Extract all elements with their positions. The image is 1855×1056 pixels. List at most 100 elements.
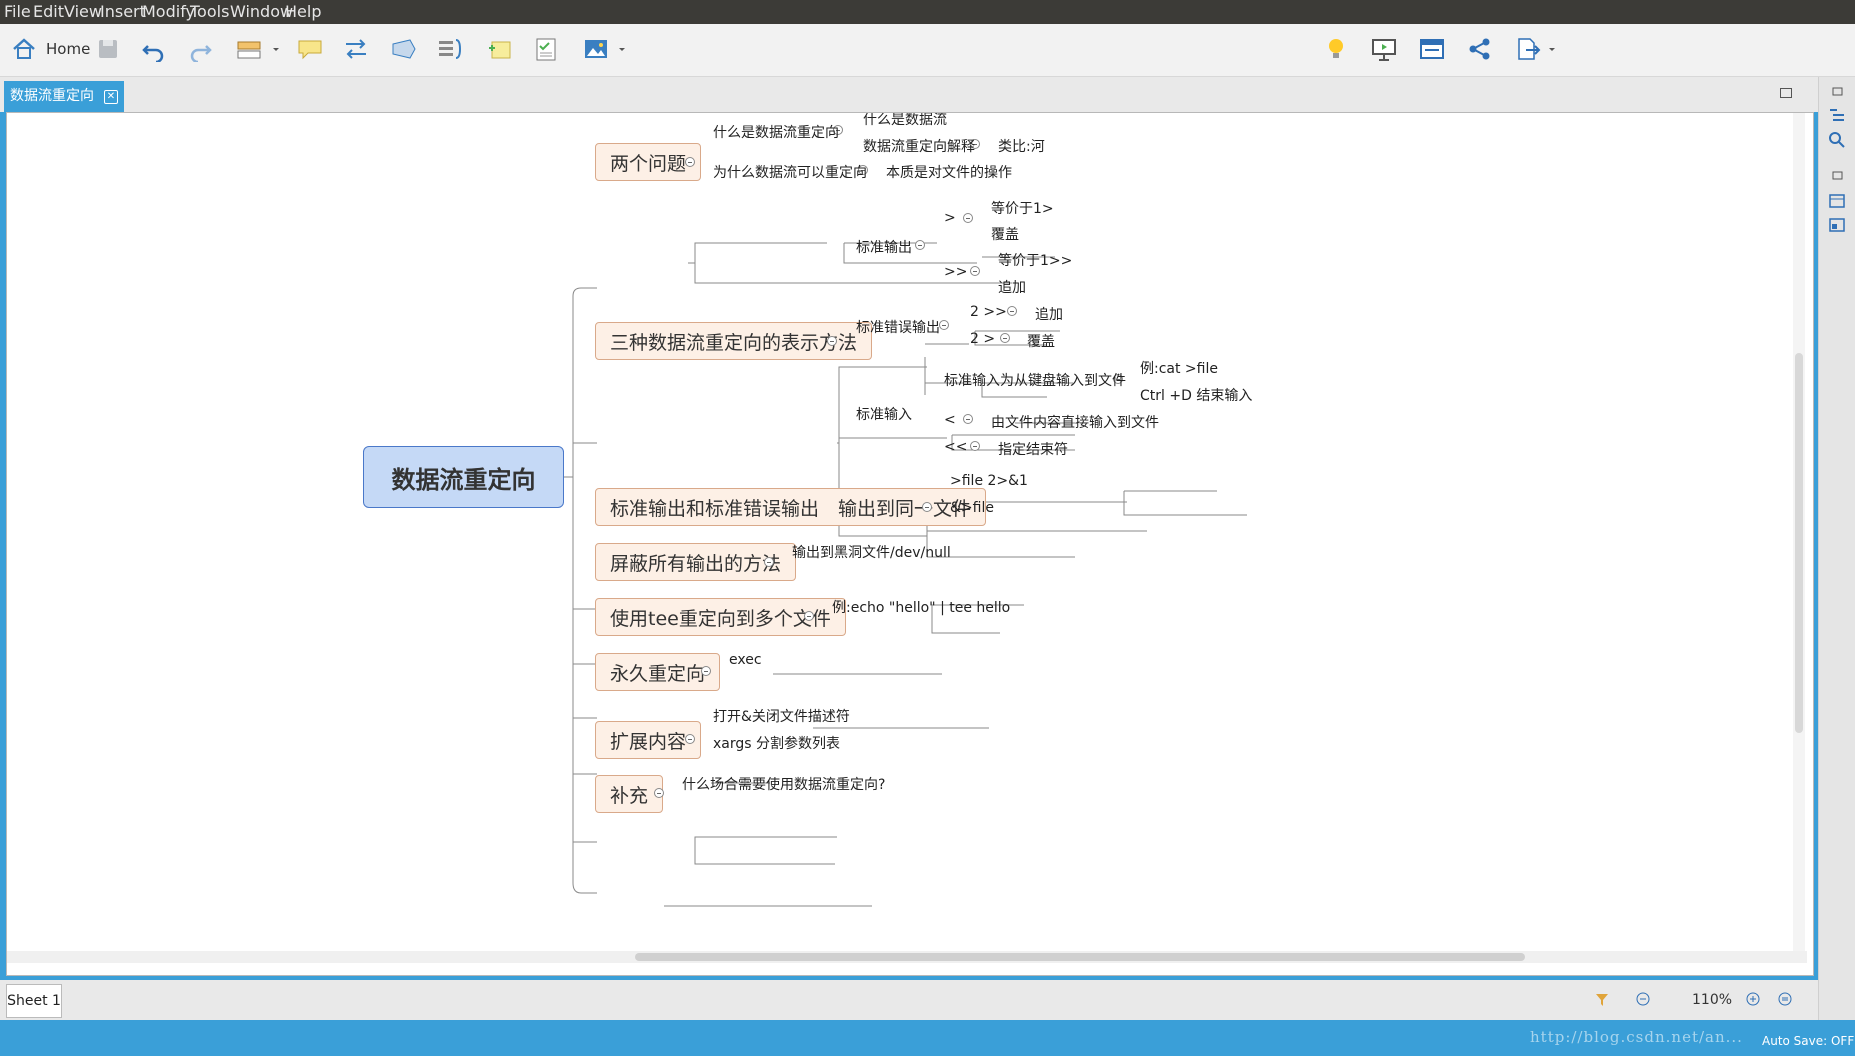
branch-mute-output[interactable]: 屏蔽所有输出的方法 bbox=[595, 543, 797, 581]
home-icon[interactable] bbox=[10, 36, 38, 62]
share-icon[interactable] bbox=[1466, 36, 1494, 62]
leaf-topic[interactable]: 输出到黑洞文件/dev/null bbox=[792, 545, 951, 561]
collapse-toggle[interactable] bbox=[915, 240, 925, 250]
leaf-topic[interactable]: 2 >> bbox=[970, 304, 1007, 320]
collapse-toggle[interactable] bbox=[1113, 374, 1123, 384]
branch-permanent[interactable]: 永久重定向 bbox=[595, 653, 721, 691]
topic-icon[interactable] bbox=[236, 36, 264, 62]
branch-two-questions[interactable]: 两个问题 bbox=[595, 143, 702, 181]
sheet-tab[interactable]: Sheet 1 bbox=[6, 984, 62, 1018]
collapse-toggle[interactable] bbox=[654, 788, 664, 798]
leaf-topic[interactable]: << bbox=[944, 439, 968, 455]
leaf-topic[interactable]: 打开&关闭文件描述符 bbox=[713, 709, 850, 725]
collapse-toggle[interactable] bbox=[764, 557, 774, 567]
collapse-toggle[interactable] bbox=[827, 336, 837, 346]
restore-icon[interactable] bbox=[1780, 88, 1792, 98]
restore-icon[interactable] bbox=[1825, 83, 1849, 103]
callout-icon[interactable] bbox=[296, 36, 324, 62]
leaf-topic[interactable]: >> bbox=[944, 264, 968, 280]
undo-icon[interactable] bbox=[140, 36, 168, 62]
boundary-icon[interactable] bbox=[390, 36, 418, 62]
leaf-topic[interactable]: 标准错误输出 bbox=[856, 320, 940, 336]
collapse-toggle[interactable] bbox=[970, 441, 980, 451]
scrollbar-thumb[interactable] bbox=[635, 953, 1525, 961]
vertical-scrollbar[interactable] bbox=[1793, 113, 1805, 953]
branch-extension[interactable]: 扩展内容 bbox=[595, 721, 702, 759]
zoom-in-icon[interactable] bbox=[1746, 992, 1760, 1006]
leaf-topic[interactable]: 数据流重定向解释 bbox=[863, 139, 975, 155]
collapse-toggle[interactable] bbox=[858, 165, 868, 175]
collapse-toggle[interactable] bbox=[685, 157, 695, 167]
chevron-down-icon[interactable] bbox=[1546, 36, 1558, 62]
zoom-out-icon[interactable] bbox=[1636, 992, 1650, 1006]
export-icon[interactable] bbox=[1514, 36, 1542, 62]
collapse-toggle[interactable] bbox=[804, 611, 814, 621]
mindmap-canvas[interactable]: 数据流重定向 两个问题 三种数据流重定向的表示方法 标准输出和标准错误输出 输出… bbox=[6, 112, 1814, 976]
properties-icon[interactable] bbox=[1825, 191, 1849, 211]
idea-icon[interactable] bbox=[1322, 36, 1350, 62]
leaf-topic[interactable]: 标准输入为从键盘输入到文件 bbox=[944, 373, 1126, 389]
fit-icon[interactable] bbox=[1778, 992, 1792, 1006]
save-icon[interactable] bbox=[94, 36, 122, 62]
chevron-down-icon[interactable] bbox=[616, 36, 628, 62]
leaf-topic[interactable]: &>file bbox=[950, 500, 994, 516]
collapse-toggle[interactable] bbox=[833, 125, 843, 135]
collapse-toggle[interactable] bbox=[939, 320, 949, 330]
collapse-toggle[interactable] bbox=[1007, 306, 1017, 316]
relationship-icon[interactable] bbox=[342, 36, 370, 62]
leaf-topic[interactable]: 追加 bbox=[1035, 307, 1063, 323]
leaf-topic[interactable]: 覆盖 bbox=[1027, 334, 1055, 350]
tab-mindmap[interactable]: 数据流重定向 ✕ bbox=[4, 81, 124, 112]
collapse-toggle[interactable] bbox=[685, 734, 695, 744]
leaf-topic[interactable]: 什么场合需要使用数据流重定向? bbox=[682, 777, 886, 793]
leaf-topic[interactable]: > bbox=[944, 210, 956, 226]
collapse-toggle[interactable] bbox=[963, 213, 973, 223]
menu-help[interactable]: Help bbox=[285, 2, 322, 21]
menu-tools[interactable]: Tools bbox=[190, 2, 230, 21]
leaf-topic[interactable]: 标准输出 bbox=[856, 240, 912, 256]
collapse-toggle[interactable] bbox=[963, 414, 973, 424]
leaf-topic[interactable]: 标准输入 bbox=[856, 407, 912, 423]
leaf-topic[interactable]: xargs 分割参数列表 bbox=[713, 736, 841, 752]
leaf-topic[interactable]: 例:cat >file bbox=[1140, 361, 1218, 377]
restore-icon[interactable] bbox=[1825, 167, 1849, 187]
leaf-topic[interactable]: Ctrl +D 结束输入 bbox=[1140, 388, 1253, 404]
leaf-topic[interactable]: 例:echo "hello" | tee hello bbox=[832, 600, 1011, 616]
branch-supplement[interactable]: 补充 bbox=[595, 775, 664, 813]
menu-file[interactable]: File bbox=[4, 2, 31, 21]
horizontal-scrollbar[interactable] bbox=[7, 951, 1807, 963]
leaf-topic[interactable]: 由文件内容直接输入到文件 bbox=[991, 415, 1159, 431]
image-icon[interactable] bbox=[582, 36, 610, 62]
leaf-topic[interactable]: 类比:河 bbox=[998, 139, 1045, 155]
menu-edit[interactable]: Edit bbox=[33, 2, 64, 21]
menu-view[interactable]: View bbox=[64, 2, 102, 21]
redo-icon[interactable] bbox=[186, 36, 214, 62]
menu-window[interactable]: Window bbox=[230, 2, 294, 21]
autosave-status[interactable]: Auto Save: OFF bbox=[1762, 1034, 1855, 1048]
leaf-topic[interactable]: < bbox=[944, 412, 956, 428]
presentation-icon[interactable] bbox=[1370, 36, 1398, 62]
leaf-topic[interactable]: 什么是数据流重定向 bbox=[713, 125, 839, 141]
collapse-toggle[interactable] bbox=[922, 502, 932, 512]
leaf-topic[interactable]: 2 > bbox=[970, 331, 996, 347]
outline-icon[interactable] bbox=[1825, 105, 1849, 125]
collapse-toggle[interactable] bbox=[1000, 333, 1010, 343]
leaf-topic[interactable]: 覆盖 bbox=[991, 227, 1019, 243]
summary-icon[interactable] bbox=[436, 36, 464, 62]
branch-three-methods[interactable]: 三种数据流重定向的表示方法 bbox=[595, 322, 873, 360]
leaf-topic[interactable]: 等价于1> bbox=[991, 201, 1054, 217]
menu-insert[interactable]: Insert bbox=[100, 2, 146, 21]
layout-icon[interactable] bbox=[1418, 36, 1446, 62]
task-icon[interactable] bbox=[532, 36, 560, 62]
leaf-topic[interactable]: 等价于1>> bbox=[998, 253, 1073, 269]
close-icon[interactable]: ✕ bbox=[104, 90, 118, 104]
branch-same-file[interactable]: 标准输出和标准错误输出 输出到同一文件 bbox=[595, 488, 987, 526]
leaf-topic[interactable]: 指定结束符 bbox=[998, 442, 1068, 458]
leaf-topic[interactable]: 追加 bbox=[998, 280, 1026, 296]
leaf-topic[interactable]: 为什么数据流可以重定向 bbox=[713, 165, 867, 181]
collapse-toggle[interactable] bbox=[701, 666, 711, 676]
overview-icon[interactable] bbox=[1825, 215, 1849, 235]
home-label[interactable]: Home bbox=[46, 40, 91, 58]
chevron-down-icon[interactable] bbox=[270, 36, 282, 62]
menu-modify[interactable]: Modify bbox=[142, 2, 196, 21]
